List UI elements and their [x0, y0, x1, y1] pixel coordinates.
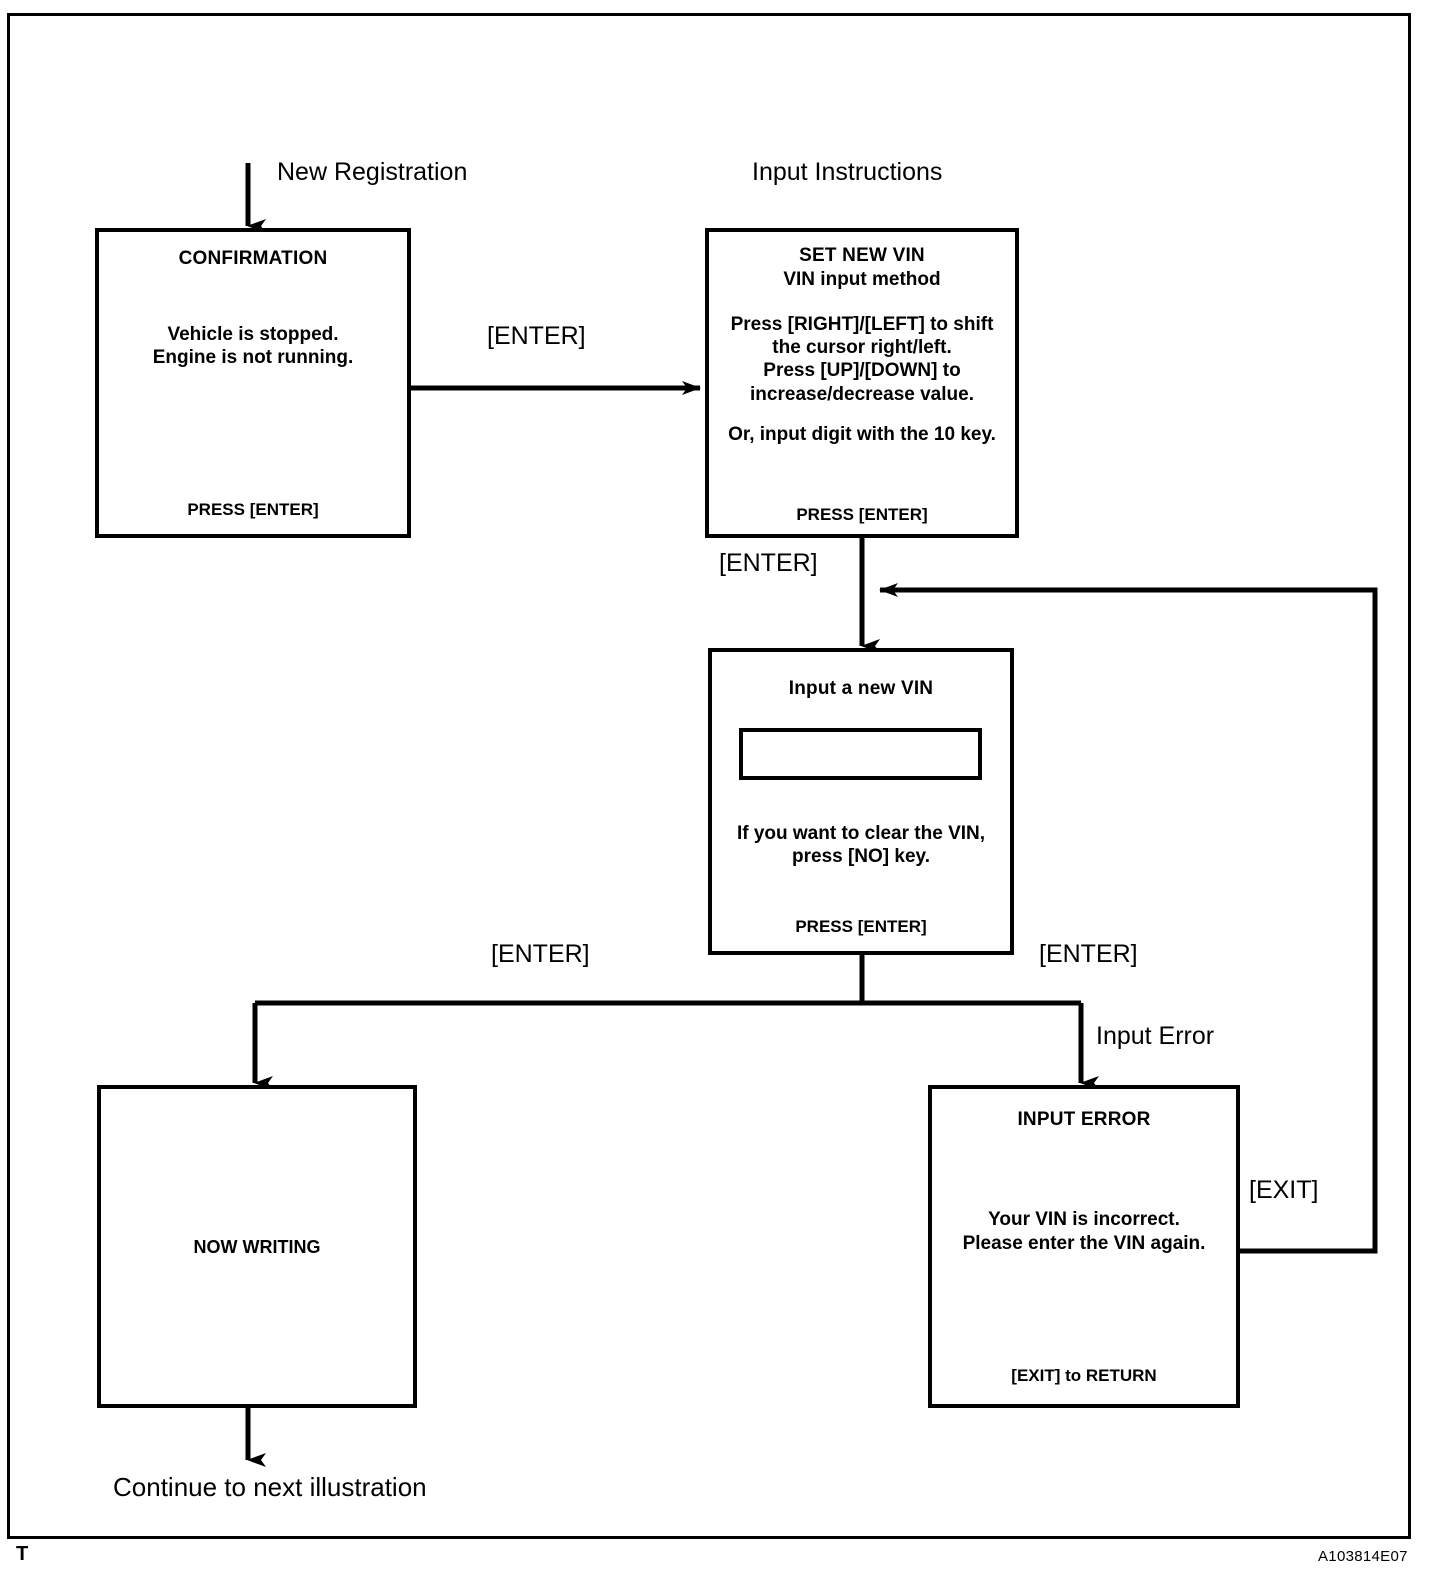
inputerror-footer: [EXIT] to RETURN [1011, 1366, 1157, 1385]
confirmation-body-line-1: Vehicle is stopped. [167, 324, 339, 345]
setvin-footer: PRESS [ENTER] [796, 505, 928, 524]
screen-confirmation: CONFIRMATION Vehicle is stopped. Engine … [95, 228, 411, 538]
confirmation-footer: PRESS [ENTER] [187, 500, 319, 519]
inputerror-body-line-2: Please enter the VIN again. [962, 1232, 1206, 1254]
setvin-body-line-3: Press [UP]/[DOWN] to [763, 360, 961, 382]
now-writing-label: NOW WRITING [193, 1237, 321, 1257]
confirmation-body-line-2: Engine is not running. [152, 347, 354, 369]
label-transition-confirmation-to-setvin: [ENTER] [487, 322, 586, 350]
label-continue-next-illustration: Continue to next illustration [113, 1472, 427, 1502]
inputvin-hint-line-1: If you want to clear the VIN, [736, 823, 986, 844]
setvin-subtitle: VIN input method [783, 269, 941, 290]
setvin-alt-instruction: Or, input digit with the 10 key. [709, 423, 1015, 446]
inputvin-hint-line-2: press [NO] key. [792, 846, 930, 868]
drawing-code: A103814E07 [1318, 1548, 1408, 1565]
label-new-registration: New Registration [277, 158, 468, 186]
inputerror-body-line-1: Your VIN is incorrect. [988, 1209, 1180, 1230]
screen-set-new-vin: SET NEW VIN VIN input method Press [RIGH… [705, 228, 1019, 538]
setvin-body-line-1: Press [RIGHT]/[LEFT] to shift [730, 314, 994, 335]
corner-mark-t: T [16, 1543, 29, 1565]
vin-input-field[interactable] [739, 728, 982, 780]
setvin-body-line-5: Or, input digit with the 10 key. [728, 423, 996, 445]
label-transition-inputvin-to-error: [ENTER] [1039, 940, 1138, 968]
confirmation-body: Vehicle is stopped. Engine is not runnin… [99, 323, 407, 369]
setvin-title: SET NEW VIN [799, 245, 925, 266]
label-transition-error-to-inputvin: [EXIT] [1249, 1176, 1319, 1204]
inputvin-hint: If you want to clear the VIN, press [NO]… [712, 822, 1010, 868]
setvin-body-line-2: the cursor right/left. [772, 337, 952, 359]
label-transition-inputvin-to-nowwriting: [ENTER] [491, 940, 590, 968]
label-input-instructions: Input Instructions [752, 158, 943, 186]
screen-now-writing: NOW WRITING [97, 1085, 417, 1408]
setvin-instructions: Press [RIGHT]/[LEFT] to shift the cursor… [709, 313, 1015, 406]
inputvin-footer: PRESS [ENTER] [795, 917, 927, 936]
inputvin-title: Input a new VIN [788, 678, 934, 699]
screen-input-new-vin: Input a new VIN If you want to clear the… [708, 648, 1014, 955]
screen-input-error: INPUT ERROR Your VIN is incorrect. Pleas… [928, 1085, 1240, 1408]
confirmation-title: CONFIRMATION [178, 248, 328, 269]
label-branch-input-error: Input Error [1096, 1022, 1215, 1050]
inputerror-body: Your VIN is incorrect. Please enter the … [932, 1208, 1236, 1256]
inputerror-title: INPUT ERROR [1017, 1109, 1151, 1130]
setvin-body-line-4: increase/decrease value. [750, 383, 974, 405]
label-transition-setvin-to-inputvin: [ENTER] [719, 549, 818, 577]
